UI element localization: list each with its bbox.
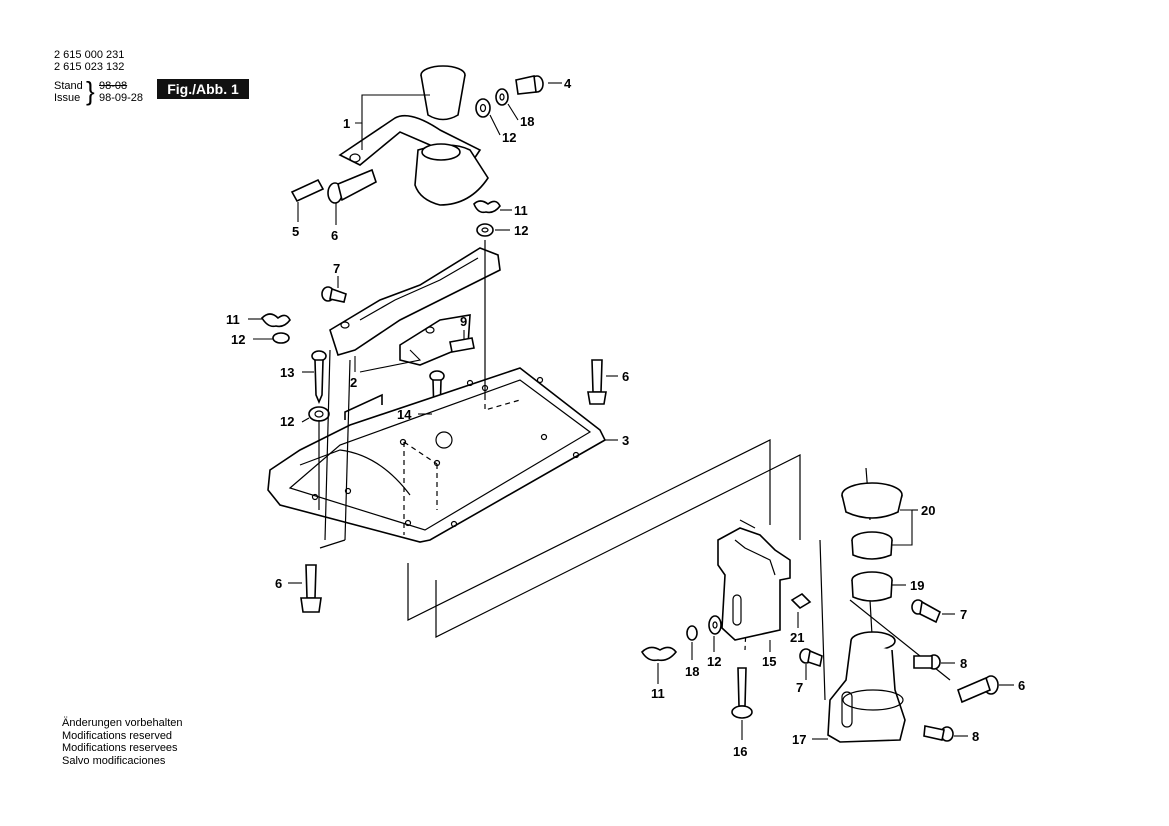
callout-20: 20 bbox=[921, 503, 935, 518]
leader-lines bbox=[248, 82, 1014, 740]
callout-12-arm: 12 bbox=[514, 223, 528, 238]
mod-line-fr: Modifications reservees bbox=[62, 742, 178, 754]
part-21-nut bbox=[790, 592, 812, 610]
callout-6-bottom: 6 bbox=[275, 576, 282, 591]
part-2-support-arm bbox=[329, 247, 501, 366]
brace-glyph: } bbox=[86, 76, 95, 106]
callout-11-top: 11 bbox=[514, 203, 528, 218]
callout-12-mid: 12 bbox=[280, 414, 294, 429]
part-11-wingnut-b bbox=[260, 313, 291, 328]
part-3-base-plate bbox=[267, 367, 607, 543]
issue-value: 98-09-28 bbox=[99, 92, 144, 104]
callout-4: 4 bbox=[564, 76, 572, 91]
callout-16: 16 bbox=[733, 744, 747, 759]
part-12-washer-a bbox=[476, 223, 494, 237]
part-8-screw-a bbox=[913, 654, 941, 670]
callout-18-top: 18 bbox=[520, 114, 534, 129]
part-11-wingnut-a bbox=[473, 200, 501, 214]
part-18-washer-b bbox=[686, 625, 698, 641]
part-17-holder bbox=[827, 631, 906, 743]
figure-badge: Fig./Abb. 1 bbox=[157, 79, 249, 99]
callout-13: 13 bbox=[280, 365, 294, 380]
part-18-washer-top bbox=[495, 88, 509, 106]
modifications-note: Änderungen vorbehalten Modifications res… bbox=[62, 717, 182, 767]
mod-line-es: Salvo modificaciones bbox=[62, 754, 166, 767]
part-12-washer-d bbox=[708, 615, 722, 635]
callout-numbers: 1 4 18 12 5 6 11 12 7 11 12 9 2 13 12 14… bbox=[226, 76, 1025, 759]
part-9-screw bbox=[449, 337, 475, 353]
callout-17: 17 bbox=[792, 732, 806, 747]
callout-12-top: 12 bbox=[502, 130, 516, 145]
callout-7-holder: 7 bbox=[796, 680, 803, 695]
callout-12-left: 12 bbox=[231, 332, 245, 347]
callout-7-right: 7 bbox=[960, 607, 967, 622]
callout-14: 14 bbox=[397, 407, 412, 422]
part-12-washer-top bbox=[475, 98, 491, 118]
callout-3: 3 bbox=[622, 433, 629, 448]
part-4-bolt bbox=[515, 75, 544, 95]
part-12-washer-c bbox=[308, 406, 330, 422]
mod-line-de: Änderungen vorbehalten bbox=[62, 717, 183, 729]
part-15-bracket bbox=[717, 527, 791, 641]
callout-7-arm: 7 bbox=[333, 261, 340, 276]
callout-19: 19 bbox=[910, 578, 924, 593]
part-number-2: 2 615 023 132 bbox=[54, 61, 125, 73]
callout-8-bottom: 8 bbox=[972, 729, 979, 744]
callout-12-bracket: 12 bbox=[707, 654, 721, 669]
callout-6-right: 6 bbox=[622, 369, 629, 384]
part-number-1: 2 615 000 231 bbox=[54, 49, 125, 61]
part-19-sleeve bbox=[851, 571, 893, 602]
part-6-bolt-b bbox=[587, 359, 607, 405]
callout-9: 9 bbox=[460, 314, 467, 329]
callout-8-top: 8 bbox=[960, 656, 967, 671]
callout-5: 5 bbox=[292, 224, 299, 239]
part-13-screw bbox=[311, 350, 327, 405]
part-5-pin bbox=[290, 178, 325, 203]
callout-2: 2 bbox=[350, 375, 357, 390]
callout-21: 21 bbox=[790, 630, 804, 645]
callout-6-top: 6 bbox=[331, 228, 338, 243]
assembly-lines bbox=[318, 240, 951, 701]
part-7-screw-b bbox=[911, 599, 942, 624]
part-6-bolt-d bbox=[957, 675, 999, 704]
callout-11-bracket: 11 bbox=[651, 686, 665, 701]
stand-label: Stand bbox=[54, 80, 83, 92]
part-11-wingnut-c bbox=[640, 646, 678, 662]
part-7-screw-a bbox=[321, 286, 347, 303]
part-6-bolt-top bbox=[327, 168, 377, 204]
callout-15: 15 bbox=[762, 654, 776, 669]
callout-11-left: 11 bbox=[226, 312, 240, 327]
callout-1: 1 bbox=[343, 116, 350, 131]
mod-line-en: Modifications reserved bbox=[62, 729, 173, 742]
part-6-bolt-c bbox=[300, 564, 322, 613]
part-16-bolt bbox=[731, 667, 753, 719]
part-20-collar-set bbox=[841, 482, 903, 560]
part-1-clamp bbox=[338, 65, 489, 206]
part-8-screw-b bbox=[923, 725, 954, 742]
part-12-washer-b bbox=[272, 332, 290, 344]
callout-18-bracket: 18 bbox=[685, 664, 699, 679]
callout-6-holder: 6 bbox=[1018, 678, 1025, 693]
issue-label: Issue bbox=[54, 92, 81, 104]
stand-value: 98-08 bbox=[99, 80, 128, 92]
part-7-screw-c bbox=[799, 648, 823, 668]
